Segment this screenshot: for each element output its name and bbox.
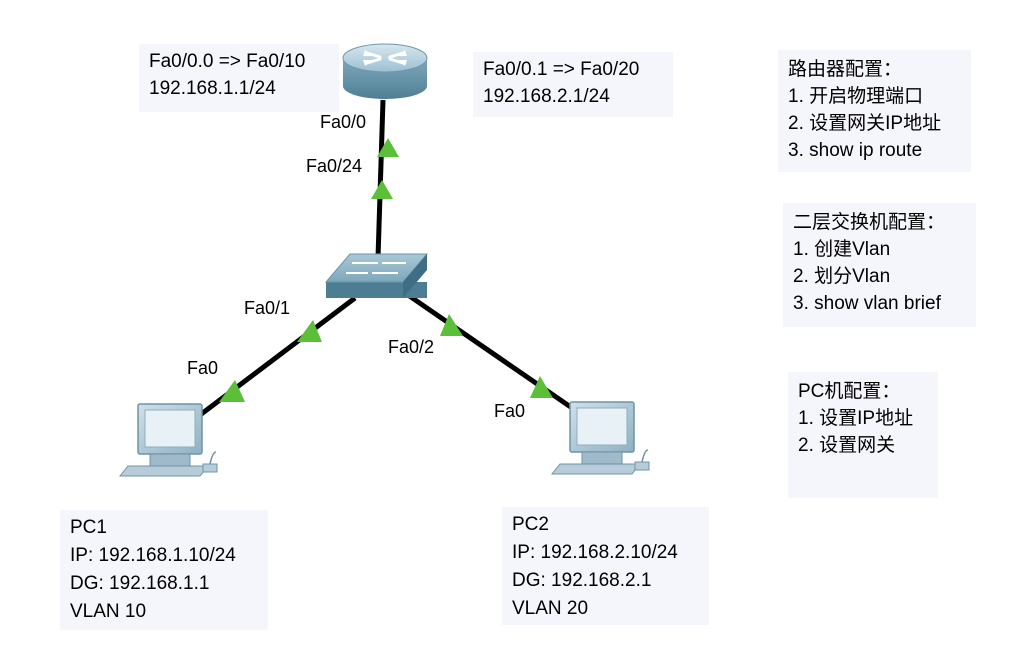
note-line: 路由器配置： [788,59,903,80]
pc1-fa0-up-icon [219,380,245,402]
note-line: VLAN 10 [70,601,147,622]
router-subif-note-left: Fa0/0.0 => Fa0/10 192.168.1.1/24 [139,44,339,112]
note-line: 192.168.2.1/24 [483,86,610,107]
note-line: VLAN 20 [512,598,589,619]
note-line: 2. 划分Vlan [793,266,891,287]
note-line: 3. show vlan brief [793,293,941,314]
note-line: PC2 [512,514,549,535]
note-line: DG: 192.168.2.1 [512,570,652,591]
port-label-switch-fa01: Fa0/1 [244,298,291,318]
port-status-indicators [219,138,553,402]
note-line: 3. show ip route [788,140,923,161]
port-label-switch-fa02: Fa0/2 [388,337,435,357]
note-line: 1. 设置IP地址 [798,408,914,429]
note-line: 1. 创建Vlan [793,239,891,260]
note-line: 192.168.1.1/24 [149,78,276,99]
pc2-info-note: PC2 IP: 192.168.2.10/24 DG: 192.168.2.1 … [502,507,709,625]
note-line: 1. 开启物理端口 [788,86,924,107]
router-config-note: 路由器配置： 1. 开启物理端口 2. 设置网关IP地址 3. show ip … [778,50,971,172]
note-line: Fa0/0.1 => Fa0/20 [483,59,640,80]
note-line: Fa0/0.0 => Fa0/10 [149,51,306,72]
link-router-switch [375,99,386,259]
pc1-info-note: PC1 IP: 192.168.1.10/24 DG: 192.168.1.1 … [60,510,268,630]
port-label-router-fa0: Fa0/0 [320,112,367,132]
pc-config-note: PC机配置： 1. 设置IP地址 2. 设置网关 [788,372,938,498]
note-line: IP: 192.168.1.10/24 [70,545,236,566]
note-line: 二层交换机配置： [793,212,946,233]
port-label-switch-fa024: Fa0/24 [306,156,363,176]
note-line: DG: 192.168.1.1 [70,573,210,594]
note-line: PC机配置： [798,381,901,402]
pc2-fa0-up-icon [530,376,553,398]
switch-fa02-up-icon [440,314,463,336]
note-line: 2. 设置网关IP地址 [788,113,942,134]
note-line: PC1 [70,517,107,538]
router-fa0-up-icon [377,138,399,157]
port-label-pc2-fa0: Fa0 [494,401,526,421]
pc1-icon[interactable] [118,403,218,477]
pc2-icon[interactable] [550,401,650,475]
switch-fa01-up-icon [297,320,322,342]
router-icon[interactable] [342,43,428,99]
port-label-pc1-fa0: Fa0 [187,358,219,378]
switch-icon[interactable] [324,253,429,298]
switch-config-note: 二层交换机配置： 1. 创建Vlan 2. 划分Vlan 3. show vla… [783,203,976,327]
router-subif-note-right: Fa0/0.1 => Fa0/20 192.168.2.1/24 [473,52,673,117]
note-line: 2. 设置网关 [798,435,896,456]
switch-fa024-up-icon [371,180,393,199]
note-line: IP: 192.168.2.10/24 [512,542,678,563]
